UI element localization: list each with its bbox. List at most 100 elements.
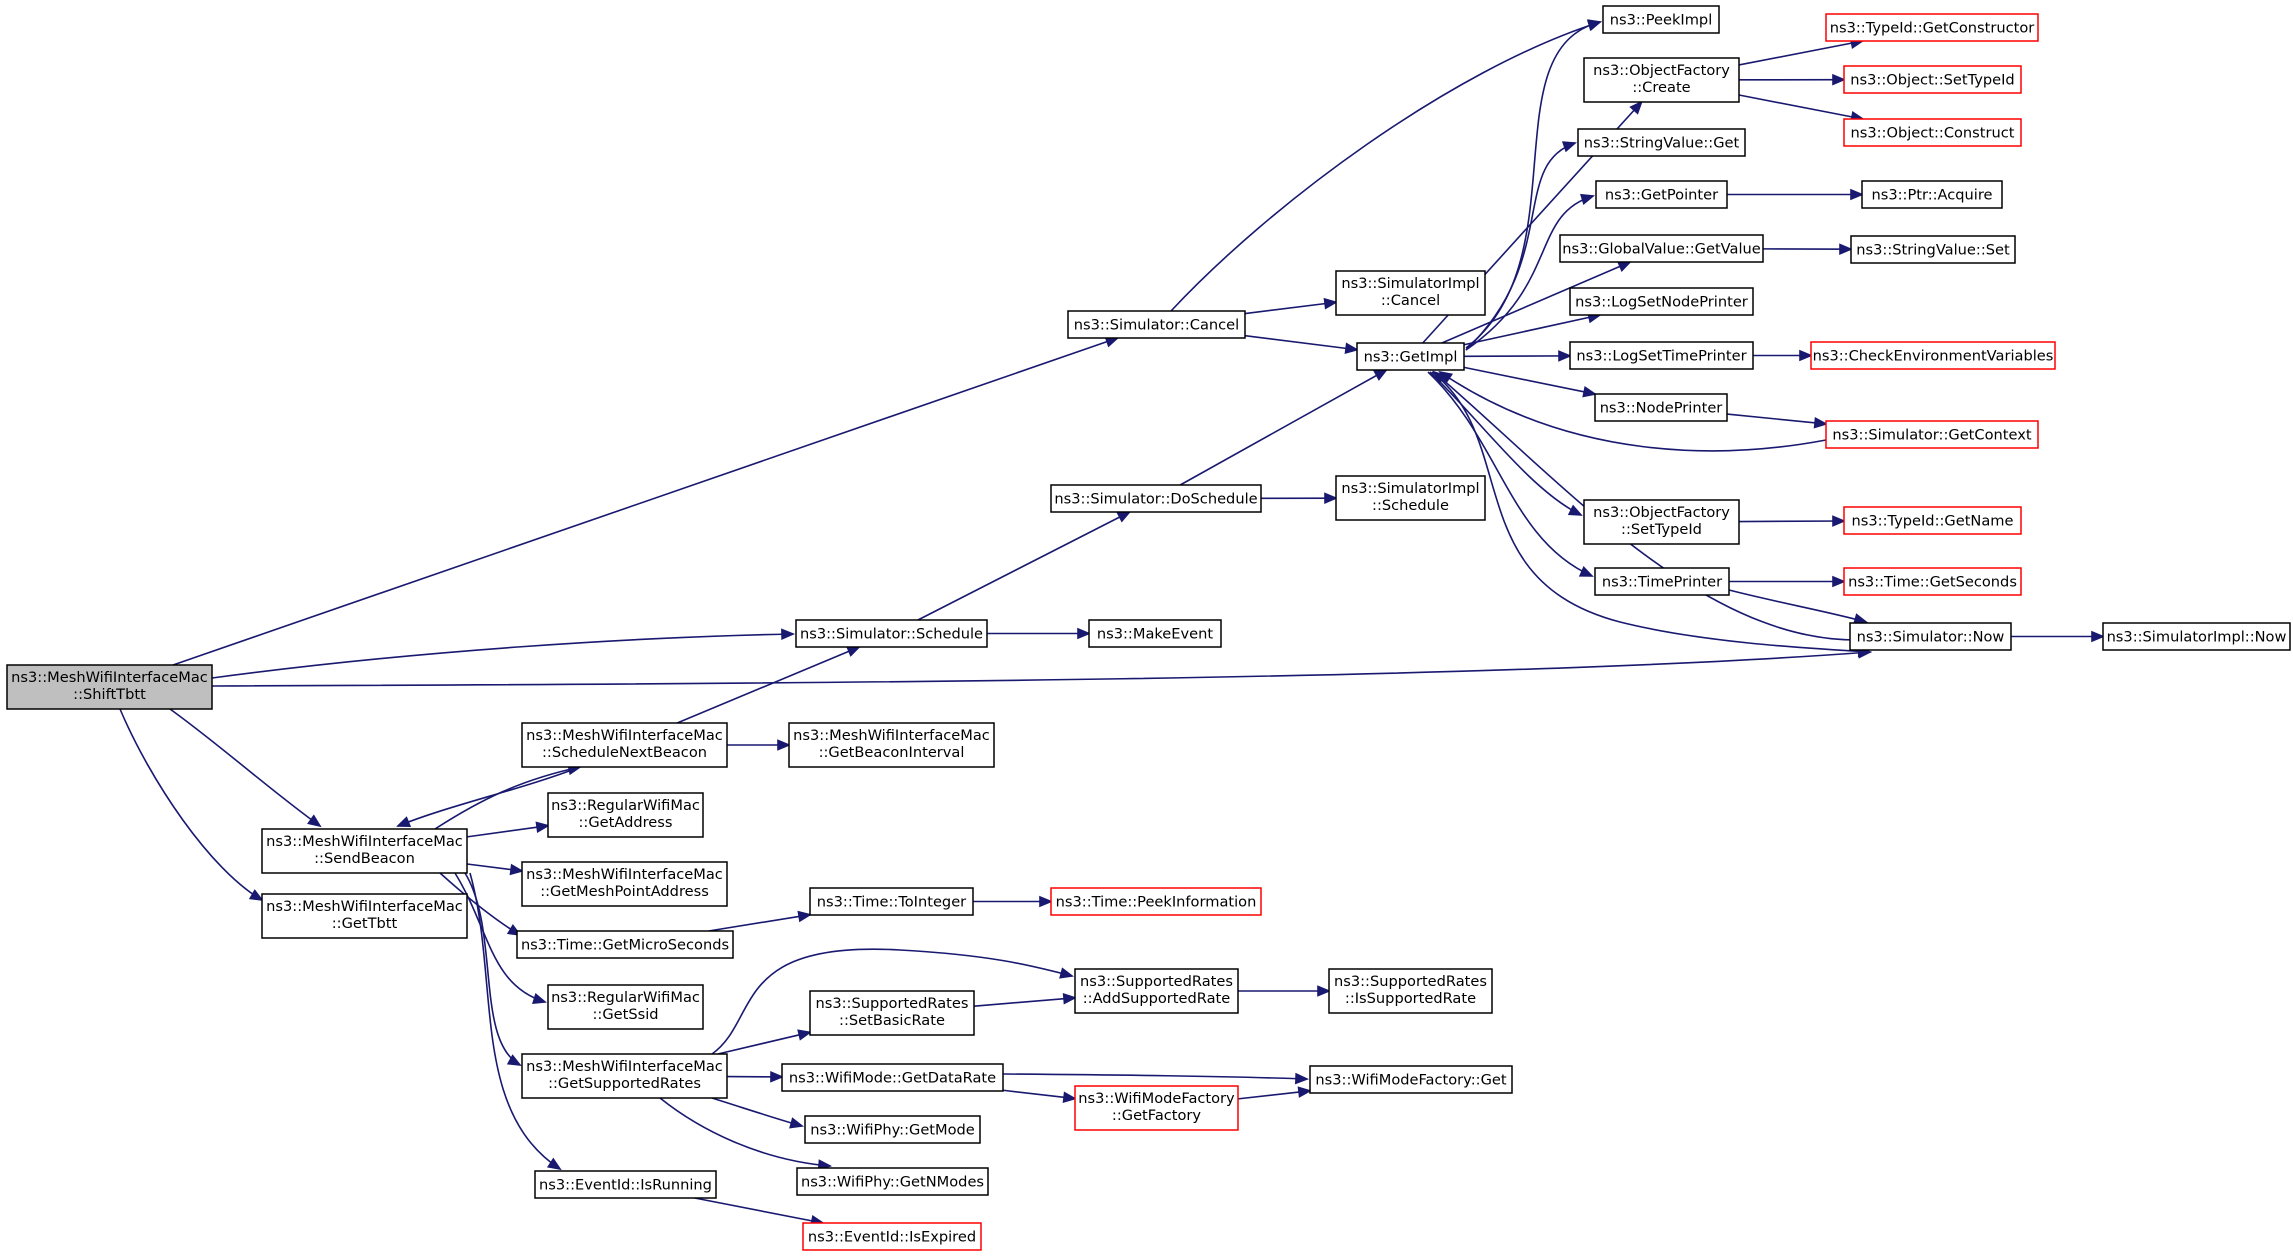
node-eventid-is-running[interactable]: ns3::EventId::IsRunning <box>534 1170 717 1199</box>
node-time-get-micro[interactable]: ns3::Time::GetMicroSeconds <box>516 930 734 959</box>
node-box <box>534 1170 717 1199</box>
edge-get_supported_rates-to-wifiphy_get_mode <box>711 1097 805 1129</box>
node-time-to-integer[interactable]: ns3::Time::ToInteger <box>809 887 974 916</box>
node-box <box>1050 484 1262 513</box>
node-time-peek-information[interactable]: ns3::Time::PeekInformation <box>1050 887 1262 916</box>
node-node-printer[interactable]: ns3::NodePrinter <box>1594 393 1728 422</box>
node-sim-cancel[interactable]: ns3::Simulator::Cancel <box>1067 310 1246 339</box>
node-wifimode-get-data-rate[interactable]: ns3::WifiMode::GetDataRate <box>781 1063 1004 1092</box>
node-wifiphy-get-n-modes[interactable]: ns3::WifiPhy::GetNModes <box>796 1167 989 1196</box>
node-make-event[interactable]: ns3::MakeEvent <box>1088 619 1222 648</box>
node-get-mesh-point-address[interactable]: ns3::MeshWifiInterfaceMac::GetMeshPointA… <box>521 861 728 907</box>
node-get-pointer[interactable]: ns3::GetPointer <box>1595 180 1728 209</box>
node-check-env-vars[interactable]: ns3::CheckEnvironmentVariables <box>1810 341 2056 370</box>
node-box <box>1825 420 2039 449</box>
node-box <box>804 1115 981 1144</box>
node-label: ::GetFactory <box>1112 1107 1202 1124</box>
node-label: ns3::CheckEnvironmentVariables <box>1813 348 2054 365</box>
edge-sim_now-to-simimpl_now <box>2011 630 2106 643</box>
node-simimpl-cancel[interactable]: ns3::SimulatorImpl::Cancel <box>1335 270 1486 316</box>
node-get-impl[interactable]: ns3::GetImpl <box>1356 342 1465 371</box>
edge-get_impl-to-get_pointer <box>1465 193 1595 351</box>
node-label: ns3::LogSetTimePrinter <box>1576 348 1746 365</box>
node-label: ns3::Simulator::Now <box>1857 629 2005 646</box>
edge-of_create-to-object_set_type_id <box>1738 73 1847 86</box>
node-object-construct[interactable]: ns3::Object::Construct <box>1843 118 2022 147</box>
node-box <box>795 619 988 648</box>
node-log-set-time-printer[interactable]: ns3::LogSetTimePrinter <box>1569 341 1754 370</box>
node-simimpl-now[interactable]: ns3::SimulatorImpl::Now <box>2102 622 2291 651</box>
node-time-get-seconds[interactable]: ns3::Time::GetSeconds <box>1843 567 2022 596</box>
node-label: ns3::PeekImpl <box>1610 12 1713 29</box>
node-of-set-type-id[interactable]: ns3::ObjectFactory::SetTypeId <box>1583 499 1740 545</box>
node-box <box>1583 499 1740 545</box>
node-sr-set-basic-rate[interactable]: ns3::SupportedRates::SetBasicRate <box>809 990 975 1036</box>
node-wifimodefactory-get[interactable]: ns3::WifiModeFactory::Get <box>1309 1065 1513 1094</box>
node-send-beacon[interactable]: ns3::MeshWifiInterfaceMac::SendBeacon <box>261 828 468 874</box>
node-eventid-is-expired[interactable]: ns3::EventId::IsExpired <box>802 1222 982 1251</box>
node-get-tbtt[interactable]: ns3::MeshWifiInterfaceMac::GetTbtt <box>261 893 468 939</box>
node-sr-is-supported-rate[interactable]: ns3::SupportedRates::IsSupportedRate <box>1328 968 1493 1014</box>
node-label: ns3::StringValue::Set <box>1856 242 2010 259</box>
node-sr-add-supported-rate[interactable]: ns3::SupportedRates::AddSupportedRate <box>1074 968 1239 1014</box>
node-box <box>1569 341 1754 370</box>
node-shift-tbtt[interactable]: ns3::MeshWifiInterfaceMac::ShiftTbtt <box>6 664 213 710</box>
node-sim-get-context[interactable]: ns3::Simulator::GetContext <box>1825 420 2039 449</box>
node-do-schedule[interactable]: ns3::Simulator::DoSchedule <box>1050 484 1262 513</box>
node-box <box>2102 622 2291 651</box>
node-simimpl-schedule[interactable]: ns3::SimulatorImpl::Schedule <box>1335 475 1486 521</box>
node-typeid-get-constructor[interactable]: ns3::TypeId::GetConstructor <box>1825 13 2039 42</box>
node-label: ::GetBeaconInterval <box>819 744 965 761</box>
node-box <box>1569 287 1754 316</box>
node-box <box>1843 506 2022 535</box>
node-stringvalue-set[interactable]: ns3::StringValue::Set <box>1850 235 2016 264</box>
node-globalvalue-getvalue[interactable]: ns3::GlobalValue::GetValue <box>1559 234 1764 263</box>
node-regular-get-ssid[interactable]: ns3::RegularWifiMac::GetSsid <box>547 984 704 1030</box>
edge-get_impl-to-globalvalue_getvalue <box>1441 261 1633 344</box>
node-label: ::GetTbtt <box>332 915 398 932</box>
node-label: ns3::Ptr::Acquire <box>1871 187 1992 204</box>
node-sim-now[interactable]: ns3::Simulator::Now <box>1849 622 2012 651</box>
node-ptr-acquire[interactable]: ns3::Ptr::Acquire <box>1861 180 2003 209</box>
edge-time_to_integer-to-time_peek_information <box>973 895 1054 908</box>
node-wifimodefactory-get-factory[interactable]: ns3::WifiModeFactory::GetFactory <box>1074 1085 1239 1131</box>
node-get-beacon-interval[interactable]: ns3::MeshWifiInterfaceMac::GetBeaconInte… <box>788 722 995 768</box>
node-label: ns3::SupportedRates <box>1334 973 1487 990</box>
node-label: ns3::SimulatorImpl <box>1341 480 1479 497</box>
edge-send_beacon-to-regular_get_ssid <box>454 872 547 1005</box>
node-label: ns3::MeshWifiInterfaceMac <box>266 898 463 915</box>
edge-get_supported_rates-to-sr_set_basic_rate <box>717 1029 813 1055</box>
node-stringvalue-get[interactable]: ns3::StringValue::Get <box>1577 128 1746 157</box>
edge-eventid_is_running-to-eventid_is_expired <box>694 1197 825 1227</box>
node-peek-impl[interactable]: ns3::PeekImpl <box>1602 5 1720 34</box>
edge-do_schedule-to-simimpl_schedule <box>1260 492 1339 504</box>
node-regular-get-address[interactable]: ns3::RegularWifiMac::GetAddress <box>547 792 704 838</box>
node-object-set-type-id[interactable]: ns3::Object::SetTypeId <box>1843 65 2022 94</box>
node-schedule-next-beacon[interactable]: ns3::MeshWifiInterfaceMac::ScheduleNextB… <box>521 722 728 768</box>
node-label: ns3::GetImpl <box>1364 349 1458 366</box>
edge-sr_set_basic_rate-to-sr_add_supported_rate <box>973 992 1078 1007</box>
node-label: ns3::Object::SetTypeId <box>1850 72 2014 89</box>
node-log-set-node-printer[interactable]: ns3::LogSetNodePrinter <box>1569 287 1754 316</box>
edge-get_impl-to-log_set_time_printer <box>1463 350 1573 362</box>
node-label: ::Create <box>1632 79 1690 96</box>
edge-shift_tbtt-to-sim_schedule <box>211 628 796 679</box>
node-time-printer[interactable]: ns3::TimePrinter <box>1594 567 1730 596</box>
node-label: ::Schedule <box>1372 497 1449 514</box>
node-label: ns3::MeshWifiInterfaceMac <box>526 866 723 883</box>
node-box <box>1309 1065 1513 1094</box>
edge-schedule_next_beacon-to-sim_schedule <box>676 646 862 724</box>
node-box <box>1328 968 1493 1014</box>
node-get-supported-rates[interactable]: ns3::MeshWifiInterfaceMac::GetSupportedR… <box>521 1053 728 1099</box>
node-of-create[interactable]: ns3::ObjectFactory::Create <box>1583 57 1740 103</box>
node-label: ns3::SimulatorImpl <box>1341 275 1479 292</box>
node-box <box>547 984 704 1030</box>
edge-time_get_micro-to-time_to_integer <box>708 910 813 932</box>
node-label: ns3::WifiModeFactory::Get <box>1315 1072 1506 1089</box>
node-box <box>1335 270 1486 316</box>
node-wifiphy-get-mode[interactable]: ns3::WifiPhy::GetMode <box>804 1115 981 1144</box>
node-typeid-get-name[interactable]: ns3::TypeId::GetName <box>1843 506 2022 535</box>
edge-send_beacon-to-regular_get_address <box>466 821 551 838</box>
edge-get_supported_rates-to-sr_add_supported_rate <box>711 948 1075 1055</box>
node-sim-schedule[interactable]: ns3::Simulator::Schedule <box>795 619 988 648</box>
